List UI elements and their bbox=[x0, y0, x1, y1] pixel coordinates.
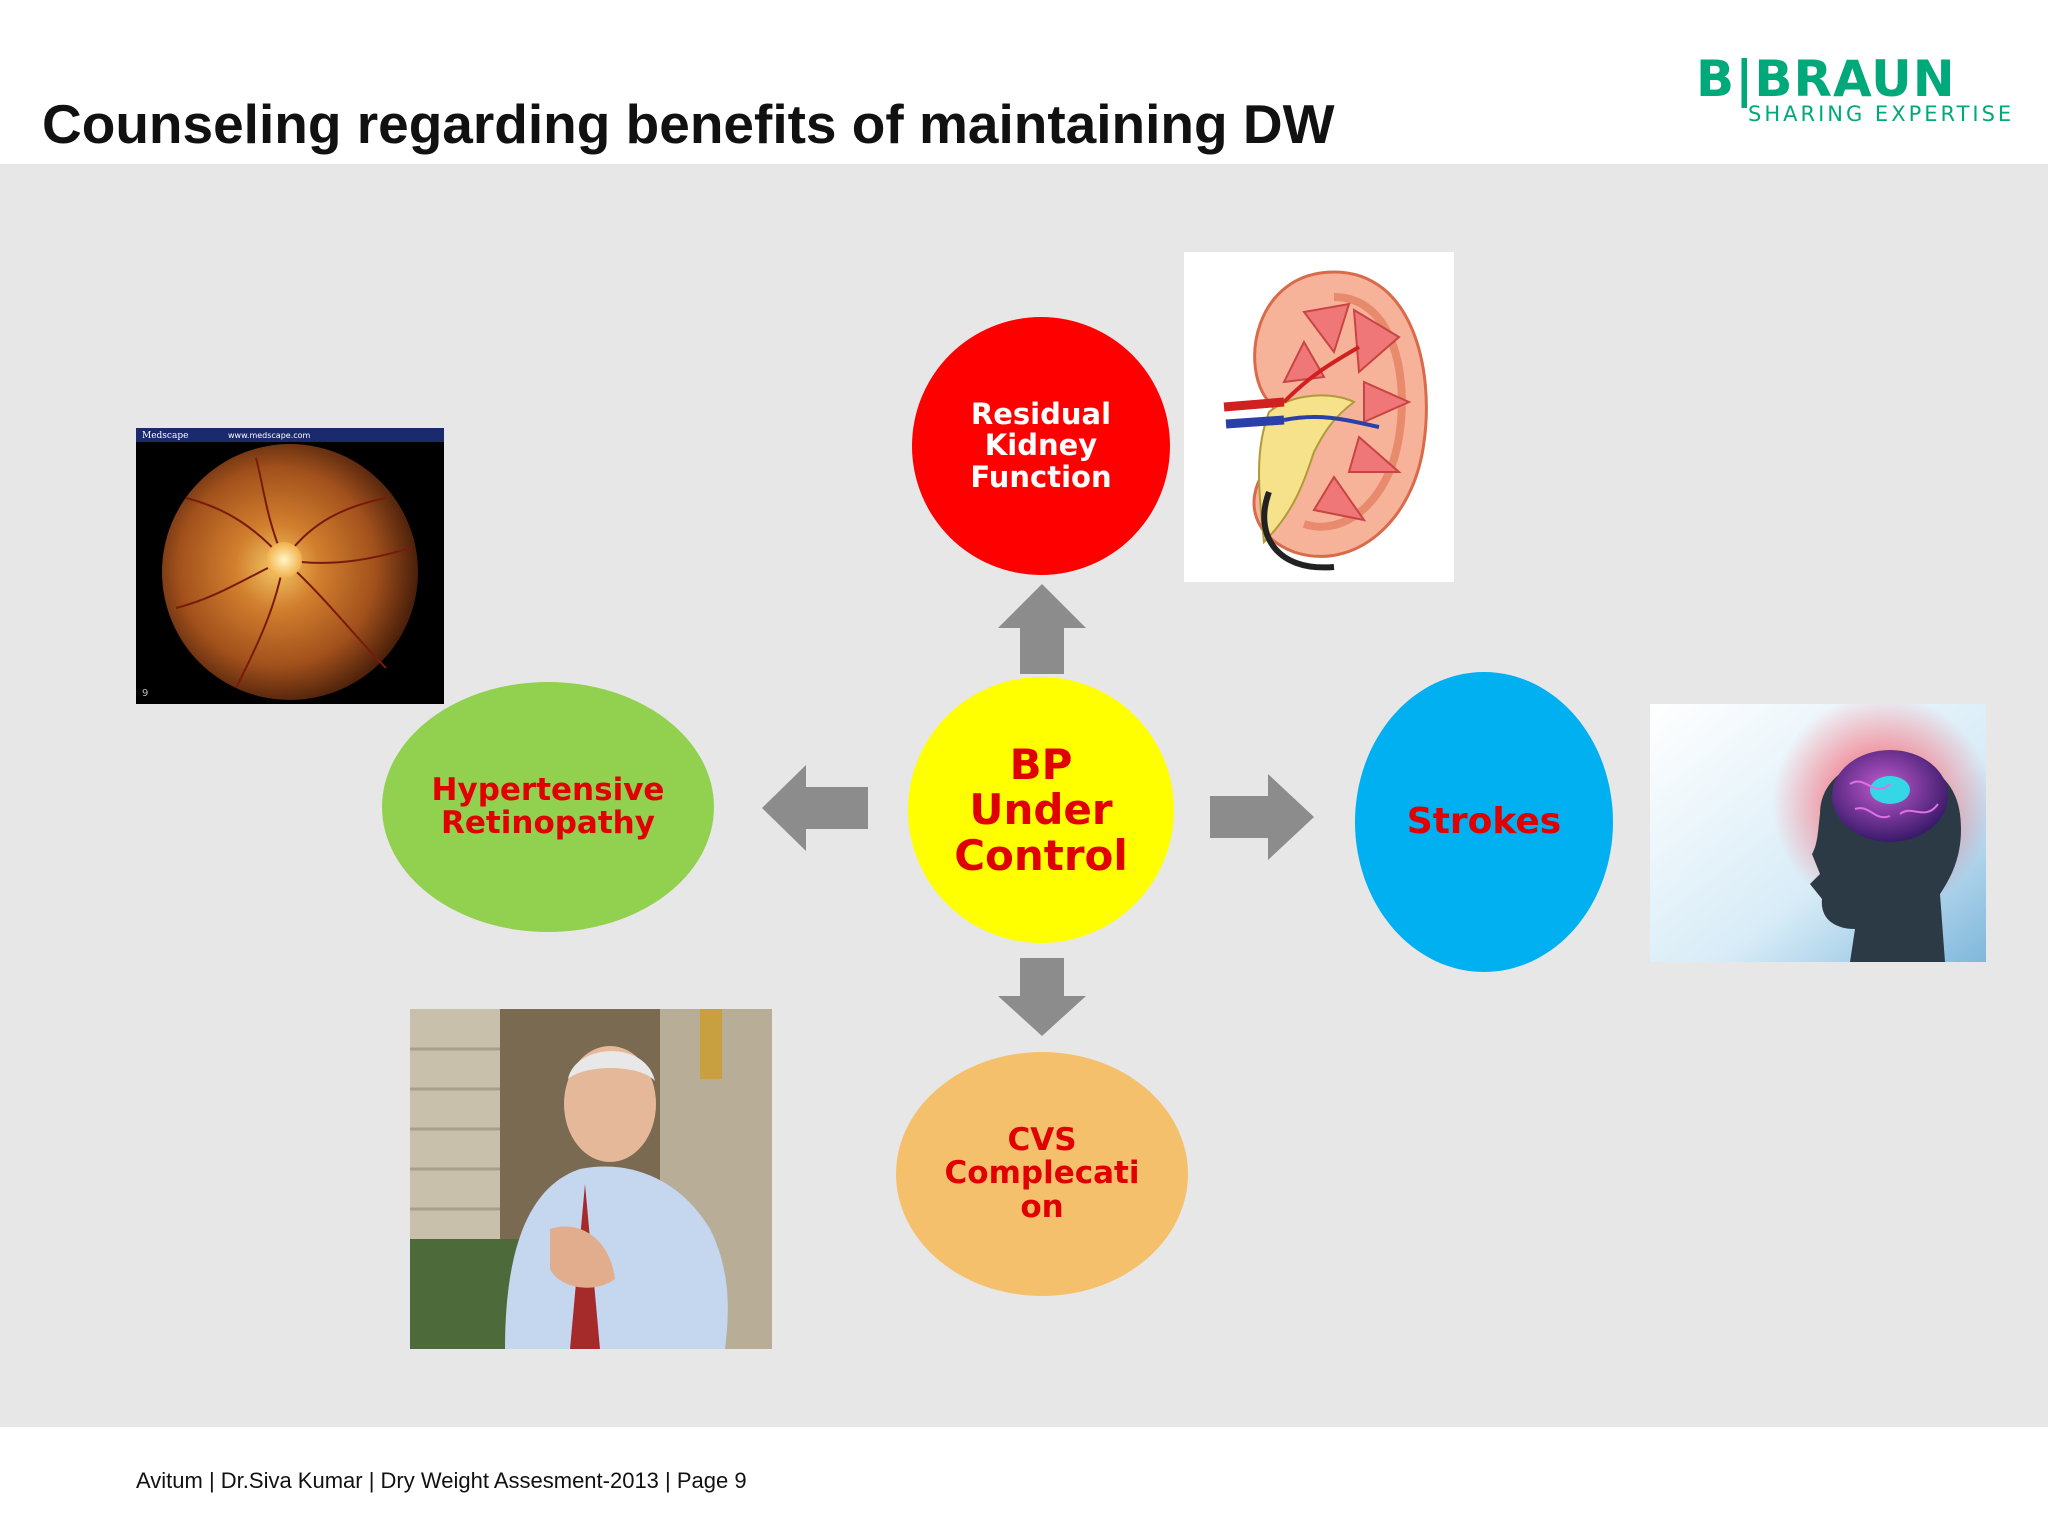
retina-fundus-photo: Medscape www.medscape.com 9 bbox=[136, 428, 444, 704]
logo-brand: B|BRAUN bbox=[1696, 50, 1956, 108]
bbraun-logo: B|BRAUN SHARING EXPERTISE bbox=[1690, 50, 2011, 130]
center-node-bp-under-control: BP Under Control bbox=[908, 677, 1174, 943]
arrow-left-icon bbox=[762, 765, 868, 851]
arrow-down-icon bbox=[998, 958, 1086, 1036]
arrow-up-icon bbox=[998, 584, 1086, 674]
node-label-strokes: Strokes bbox=[1406, 800, 1562, 842]
retina-source-url: www.medscape.com bbox=[228, 431, 311, 440]
node-residual-kidney-function: Residual Kidney Function bbox=[912, 317, 1170, 575]
center-node-label: BP Under Control bbox=[954, 739, 1128, 880]
node-label-retinopathy: Hypertensive Retinopathy bbox=[431, 771, 665, 841]
slide-footer: Avitum | Dr.Siva Kumar | Dry Weight Asse… bbox=[136, 1468, 747, 1493]
retina-source-label: Medscape bbox=[142, 431, 188, 441]
slide-title: Counseling regarding benefits of maintai… bbox=[42, 93, 1335, 155]
node-hypertensive-retinopathy: Hypertensive Retinopathy bbox=[382, 682, 714, 932]
node-label-cvs: CVS Complecati on bbox=[944, 1121, 1140, 1225]
node-label-kidney: Residual Kidney Function bbox=[970, 397, 1112, 494]
arrow-right-icon bbox=[1210, 774, 1314, 860]
man-chest-pain-photo bbox=[410, 1009, 772, 1349]
retina-corner-number: 9 bbox=[142, 688, 148, 699]
logo-tagline: SHARING EXPERTISE bbox=[1748, 102, 2015, 126]
brain-head-illustration bbox=[1650, 704, 1986, 962]
node-cvs-complication: CVS Complecati on bbox=[896, 1052, 1188, 1296]
diagram-area: BP Under Control Residual Kidney Functio… bbox=[0, 164, 2048, 1427]
kidney-illustration bbox=[1184, 252, 1454, 582]
node-strokes: Strokes bbox=[1355, 672, 1613, 972]
